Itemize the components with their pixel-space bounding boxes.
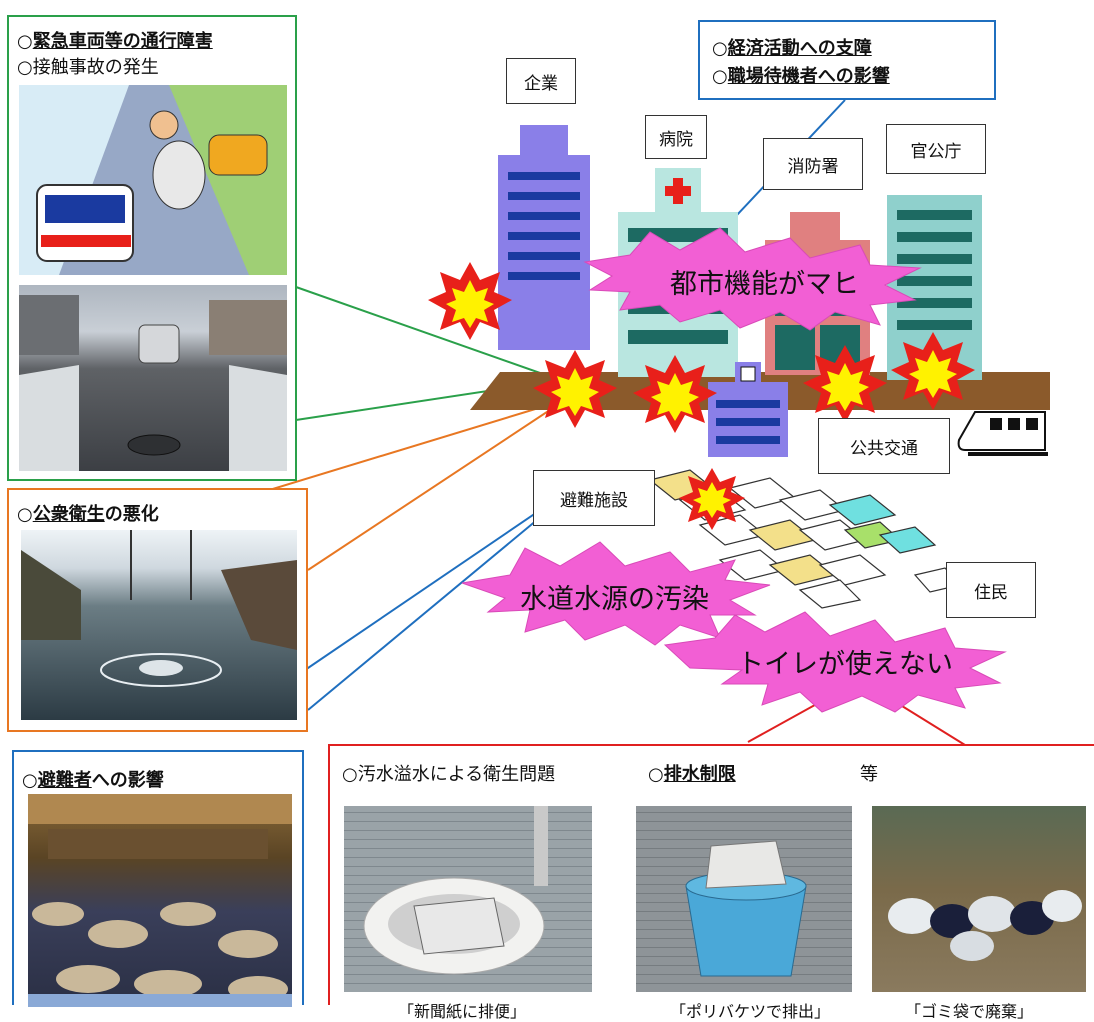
evacuees-impact-box: ○避難者への影響 (12, 750, 304, 1007)
traffic-line-2: ○接触事故の発生 (17, 57, 159, 78)
label-government: 官公庁 (886, 124, 986, 174)
economy-impact-box: ○経済活動への支障 ○職場待機者への影響 (698, 20, 996, 100)
toilet-item-1: ○汚水溢水による衛生問題 (342, 764, 556, 785)
burst-water (461, 541, 771, 646)
connector-evacuees-1 (282, 499, 556, 686)
label-shelter: 避難施設 (533, 470, 655, 526)
explosion-icons (428, 262, 975, 530)
economy-line-1: ○経済活動への支障 (712, 38, 872, 59)
traffic-line-1: ○緊急車両等の通行障害 (17, 31, 213, 52)
traffic-impact-box: ○緊急車両等の通行障害 ○接触事故の発生 (7, 15, 297, 481)
burst-city-text: 都市機能がマヒ (670, 269, 859, 300)
train-icon (957, 411, 1048, 456)
connector-evacuees-2 (307, 504, 556, 711)
burst-toilet-text: トイレが使えない (737, 649, 953, 680)
bucket-photo (636, 806, 852, 992)
label-public-transport: 公共交通 (818, 418, 950, 474)
toilet-item-3: 等 (860, 764, 878, 785)
caption-bucket: 「ポリバケツで排出」 (670, 1002, 831, 1021)
burst-city (583, 227, 922, 331)
sanitation-heading: ○公衆衛生の悪化 (17, 504, 159, 525)
toilet-impact-box: ○汚水溢水による衛生問題 ○排水制限 等 「新聞紙に排便」 「ポリバケツで排出」… (328, 744, 1094, 1021)
burst-water-text: 水道水源の汚染 (520, 584, 709, 615)
station-building (708, 362, 788, 457)
label-fire-station: 消防署 (763, 138, 863, 190)
toilet-item-2: ○排水制限 (648, 764, 736, 785)
company-building (498, 125, 590, 350)
evacuees-heading: ○避難者への影響 (22, 770, 164, 791)
sanitation-impact-box: ○公衆衛生の悪化 (7, 488, 308, 732)
toilet-newspaper-photo (344, 806, 592, 992)
flooded-street-photo (21, 530, 297, 720)
label-hospital: 病院 (645, 115, 707, 159)
label-company: 企業 (506, 58, 576, 104)
economy-line-2: ○職場待機者への影響 (712, 66, 890, 87)
caption-garbage-bags: 「ゴミ袋で廃棄」 (905, 1002, 1034, 1021)
label-residents: 住民 (946, 562, 1036, 618)
sinkhole-road-photo (19, 285, 287, 471)
cartoon-illustration (19, 85, 287, 275)
gymnasium-shelter-photo (28, 794, 292, 1007)
caption-newspaper: 「新聞紙に排便」 (398, 1002, 527, 1021)
burst-toilet (663, 611, 1007, 713)
garbage-bags-photo (872, 806, 1086, 992)
